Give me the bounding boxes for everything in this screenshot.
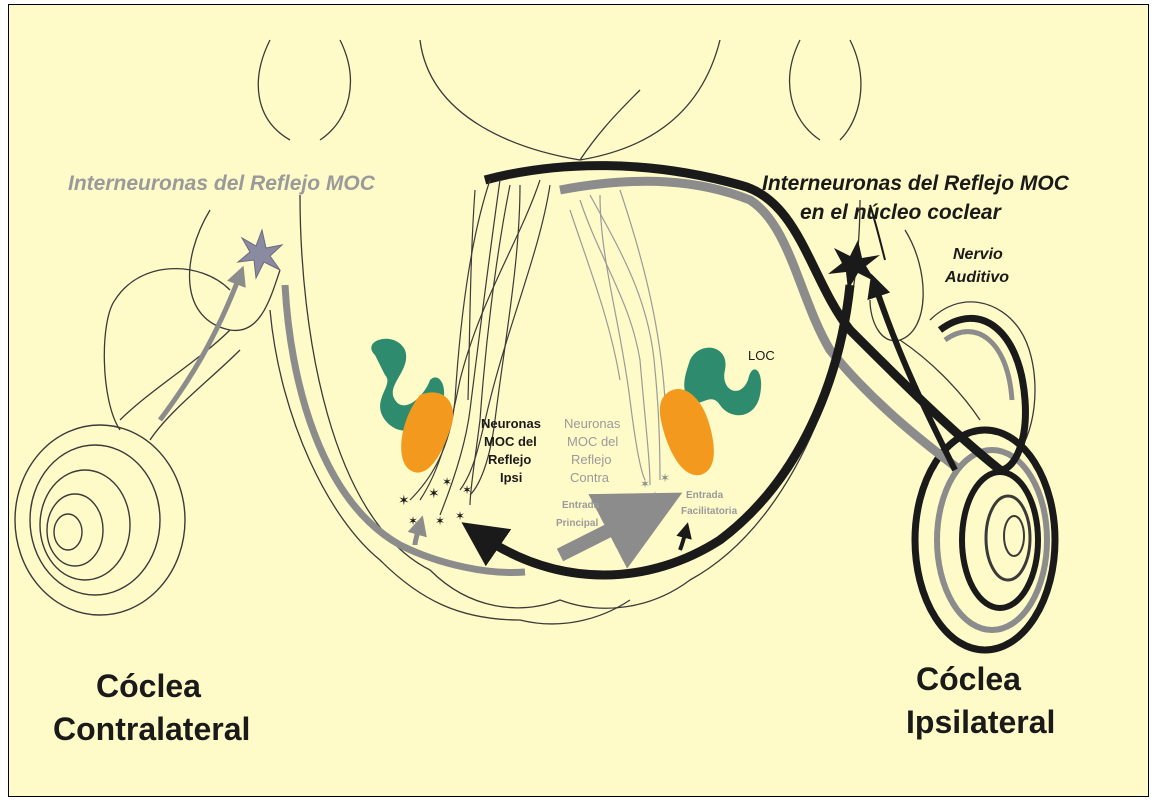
label-auditory-nerve-line1: Nervio	[953, 246, 1003, 263]
svg-text:✶: ✶	[650, 489, 660, 503]
svg-text:✶: ✶	[428, 485, 440, 501]
label-cochlea-contralateral-line2: Contralateral	[53, 711, 250, 747]
brainstem-outline	[104, 40, 1035, 624]
label-moc-contra-line2: MOC del	[567, 434, 618, 449]
label-moc-contra-line3: Reflejo	[571, 452, 611, 467]
label-moc-ipsi-line1: Neuronas	[481, 416, 541, 431]
svg-text:✶: ✶	[442, 475, 452, 489]
label-facilitatory-input-line2: Facilitatoria	[681, 506, 738, 517]
svg-text:✶: ✶	[462, 483, 472, 497]
label-moc-contra-line1: Neuronas	[564, 416, 621, 431]
label-facilitatory-input-line1: Entrada	[686, 490, 724, 501]
label-cochlea-ipsilateral-line1: Cóclea	[916, 661, 1021, 697]
label-auditory-nerve-line2: Auditivo	[944, 269, 1009, 286]
label-main-input-line2: Principal	[556, 518, 598, 529]
moc-contra-neurons: ✶ ✶ ✶	[640, 471, 670, 503]
cochlea-contralateral-graphic	[15, 425, 185, 615]
svg-text:✶: ✶	[398, 492, 410, 508]
label-main-input-line1: Entrada	[562, 500, 600, 511]
label-loc: LOC	[748, 348, 775, 363]
label-cochlea-contralateral-line1: Cóclea	[96, 668, 201, 704]
label-interneurons-ipsilateral-line2: en el núcleo coclear	[800, 201, 1003, 224]
label-moc-ipsi-line3: Reflejo	[488, 452, 531, 467]
svg-text:✶: ✶	[455, 509, 465, 523]
label-moc-ipsi-line4: Ipsi	[500, 470, 522, 485]
moc-nucleus-right	[660, 389, 714, 475]
label-moc-ipsi-line2: MOC del	[484, 434, 537, 449]
label-moc-contra-line4: Contra	[570, 470, 610, 485]
label-cochlea-ipsilateral-line2: Ipsilateral	[906, 704, 1055, 740]
moc-ipsi-neurons: ✶ ✶ ✶ ✶ ✶ ✶ ✶	[398, 475, 472, 528]
svg-text:✶: ✶	[660, 471, 670, 485]
svg-text:✶: ✶	[640, 477, 650, 491]
interneuron-left-icon	[238, 230, 282, 278]
label-interneurons-contralateral: Interneuronas del Reflejo MOC	[68, 172, 376, 195]
svg-text:✶: ✶	[435, 514, 445, 528]
svg-text:✶: ✶	[408, 514, 418, 528]
label-interneurons-ipsilateral-line1: Interneuronas del Reflejo MOC	[762, 172, 1070, 195]
